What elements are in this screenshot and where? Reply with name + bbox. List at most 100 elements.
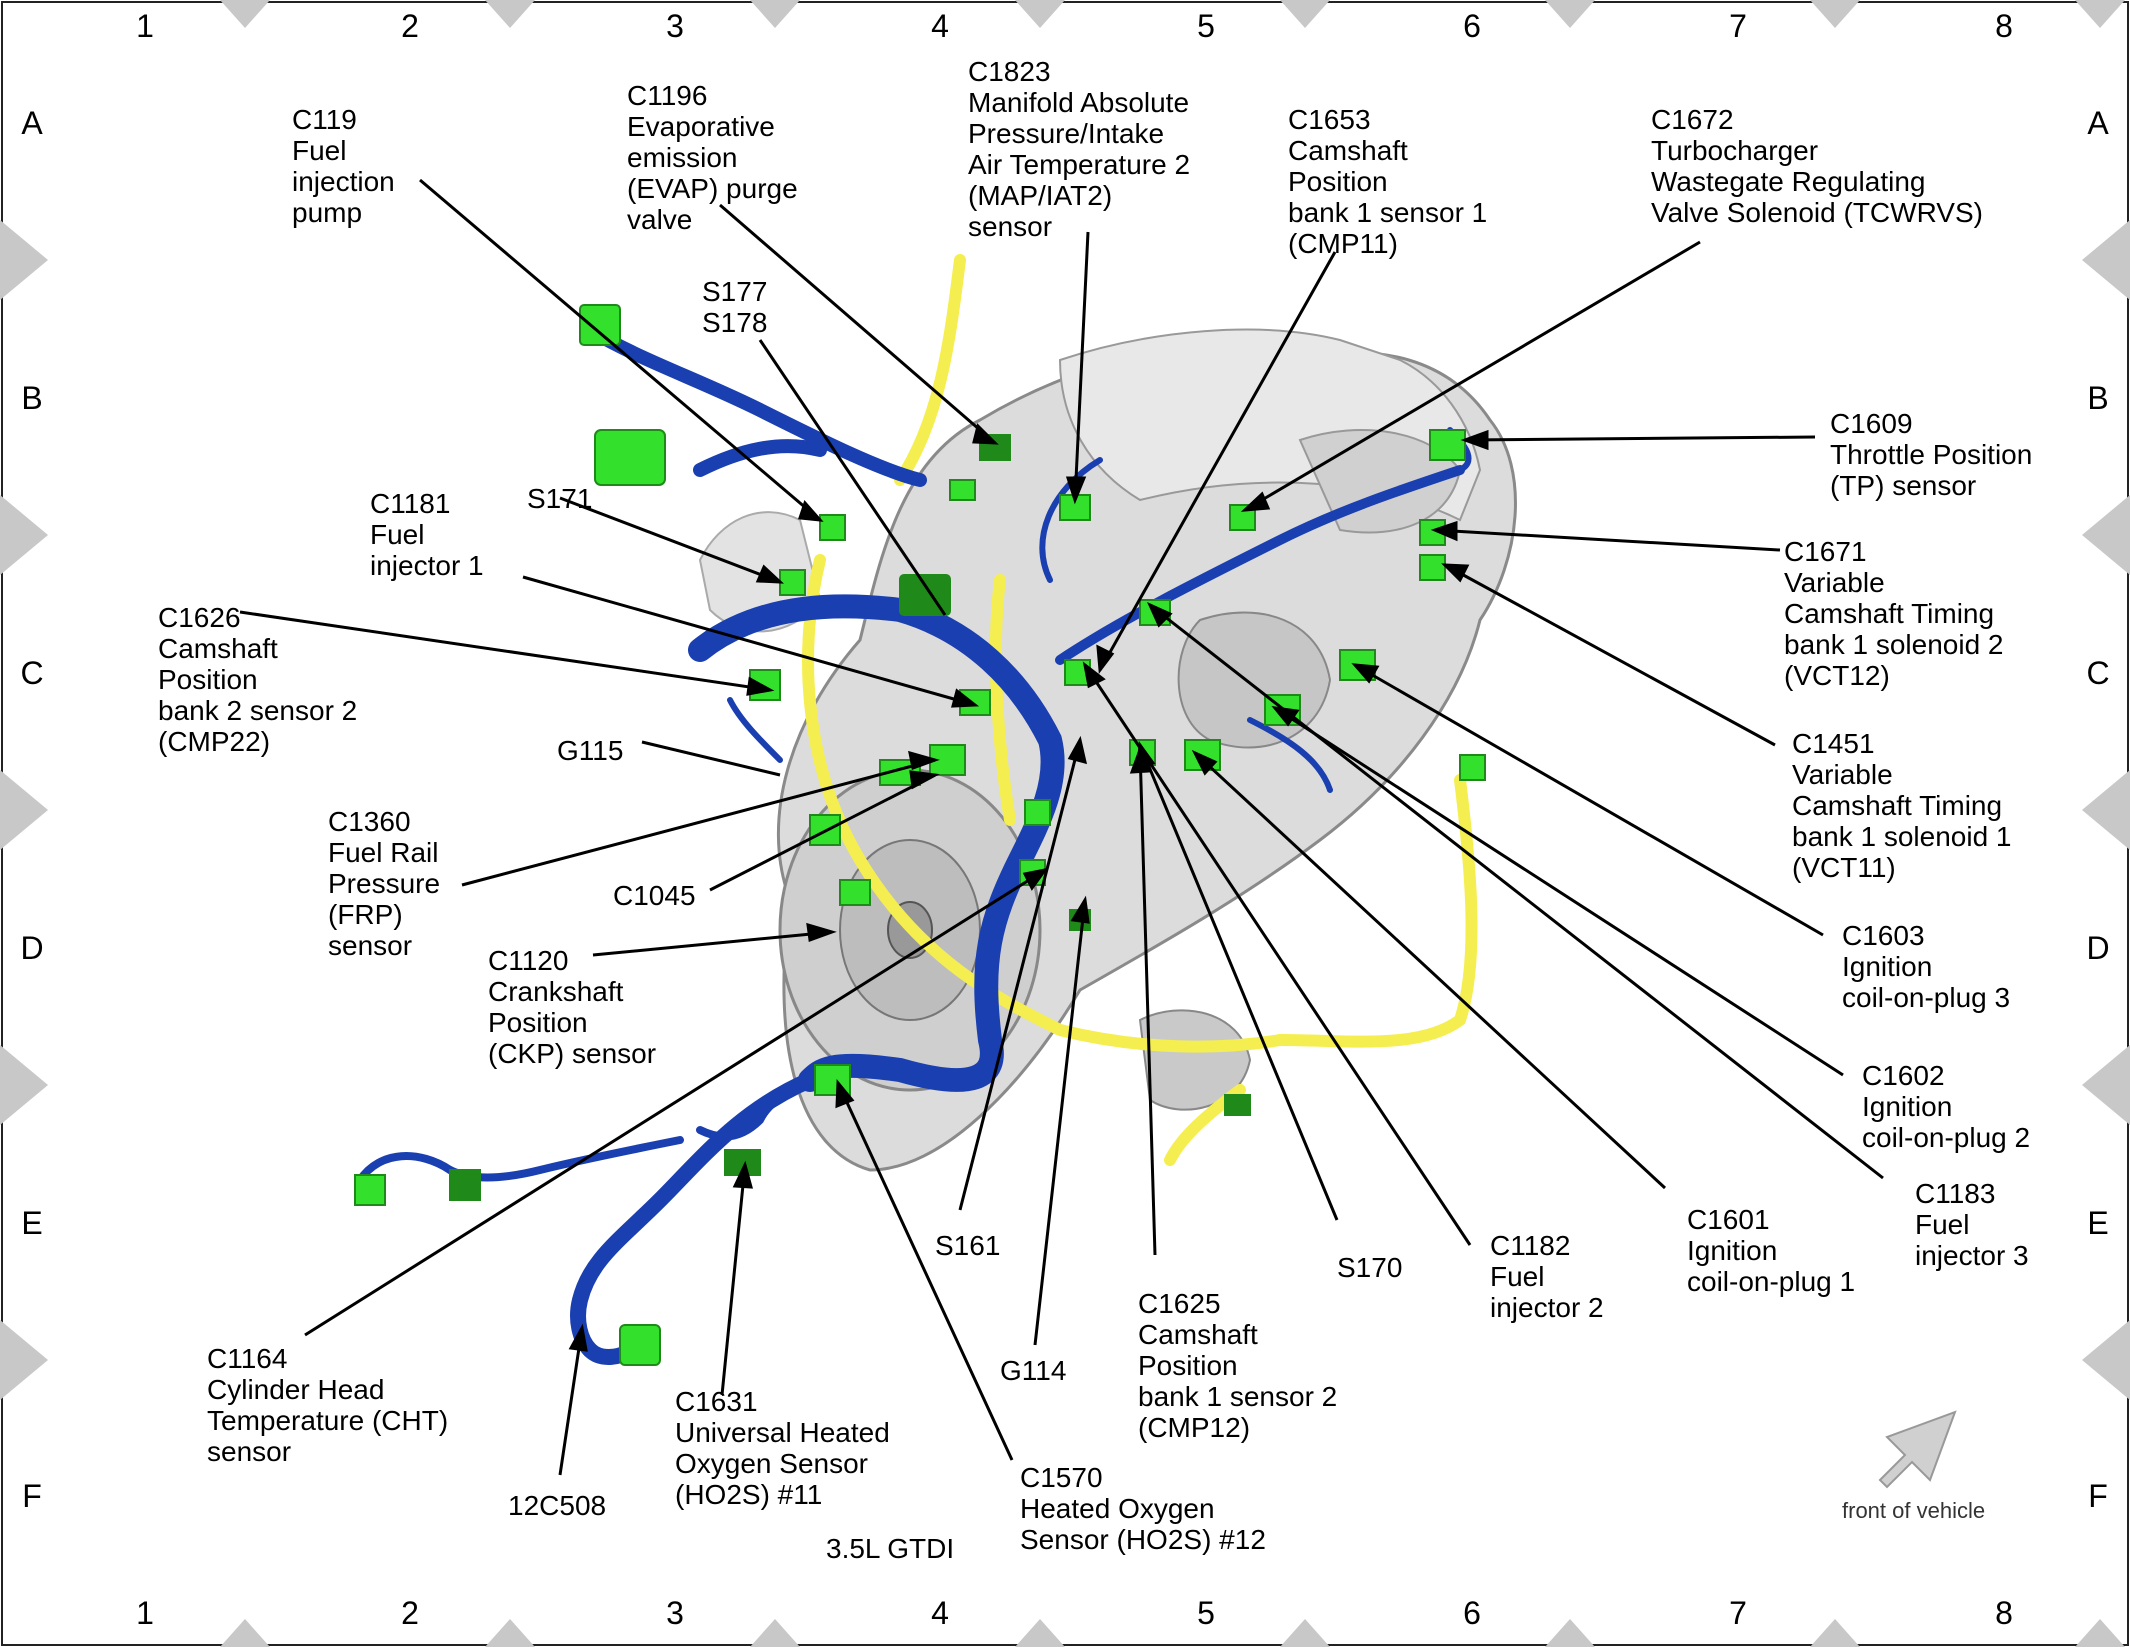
grid-col-top-4: 4 <box>931 8 949 44</box>
label-line: (CMP11) <box>1288 228 1398 259</box>
label-s161: S161 <box>935 1230 1000 1261</box>
label-line: C1609 <box>1830 408 1913 439</box>
label-line: (HO2S) #11 <box>675 1479 823 1510</box>
grid-row-right-f: F <box>2088 1478 2108 1514</box>
label-line: C119 <box>292 104 357 135</box>
label-line: Fuel <box>292 135 347 166</box>
grid-col-bottom-3: 3 <box>666 1595 684 1631</box>
label-line: Air Temperature 2 <box>968 149 1191 180</box>
front-arrow-icon <box>1878 1410 1957 1489</box>
label-line: Heated Oxygen <box>1020 1493 1215 1524</box>
label-line: C1120 <box>488 945 569 976</box>
grid-col-bottom-7: 7 <box>1729 1595 1747 1631</box>
label-line: C1183 <box>1915 1178 1996 1209</box>
label-line: coil-on-plug 1 <box>1687 1266 1856 1297</box>
label-line: Evaporative <box>627 111 775 142</box>
grid-col-top-3: 3 <box>666 8 684 44</box>
grid-col-top-5: 5 <box>1197 8 1215 44</box>
label-line: C1045 <box>613 880 696 911</box>
label-line: (MAP/IAT2) <box>968 180 1113 211</box>
label-12c508: 12C508 <box>508 1490 606 1521</box>
grid-row-right-b: B <box>2087 380 2109 416</box>
label-line: (FRP) <box>328 899 403 930</box>
label-line: Camshaft Timing <box>1792 790 2003 821</box>
grid-row-right-e: E <box>2087 1205 2109 1241</box>
label-s170: S170 <box>1337 1252 1402 1283</box>
label-line: bank 2 sensor 2 <box>158 695 358 726</box>
label-line: C1196 <box>627 80 708 111</box>
label-line: S178 <box>702 307 768 338</box>
label-line: coil-on-plug 3 <box>1842 982 2011 1013</box>
label-line: (TP) sensor <box>1830 470 1977 501</box>
label-line: S170 <box>1337 1252 1403 1283</box>
label-line: Cylinder Head <box>207 1374 385 1405</box>
label-line: sensor <box>207 1436 292 1467</box>
label-line: injector 3 <box>1915 1240 2029 1271</box>
label-line: Ignition <box>1862 1091 1953 1122</box>
label-line: Turbocharger <box>1651 135 1819 166</box>
label-line: C1653 <box>1288 104 1371 135</box>
label-line: Fuel <box>370 519 425 550</box>
grid-col-top-2: 2 <box>401 8 419 44</box>
label-line: bank 1 solenoid 1 <box>1792 821 2012 852</box>
label-line: Camshaft Timing <box>1784 598 1995 629</box>
grid-col-bottom-6: 6 <box>1463 1595 1481 1631</box>
label-line: Crankshaft <box>488 976 624 1007</box>
label-line: bank 1 solenoid 2 <box>1784 629 2004 660</box>
grid-col-bottom-4: 4 <box>931 1595 949 1631</box>
label-line: (CMP12) <box>1138 1412 1251 1443</box>
label-line: C1182 <box>1490 1230 1571 1261</box>
label-line: C1181 <box>370 488 451 519</box>
grid-row-left-e: E <box>21 1205 43 1241</box>
label-line: coil-on-plug 2 <box>1862 1122 2031 1153</box>
label-line: G115 <box>557 735 624 766</box>
label-line: Throttle Position <box>1830 439 2033 470</box>
label-line: Ignition <box>1687 1235 1778 1266</box>
label-line: sensor <box>968 211 1053 242</box>
label-line: bank 1 sensor 1 <box>1288 197 1488 228</box>
label-line: Universal Heated <box>675 1417 890 1448</box>
label-line: Camshaft <box>158 633 278 664</box>
label-line: C1626 <box>158 602 241 633</box>
label-line: (VCT12) <box>1784 660 1890 691</box>
label-line: Camshaft <box>1288 135 1408 166</box>
grid-col-top-6: 6 <box>1463 8 1481 44</box>
label-line: Fuel <box>1915 1209 1970 1240</box>
grid-col-top-8: 8 <box>1995 8 2013 44</box>
grid-col-bottom-1: 1 <box>136 1595 154 1631</box>
label-line: Fuel <box>1490 1261 1545 1292</box>
label-line: G114 <box>1000 1355 1067 1386</box>
grid-col-top-1: 1 <box>136 8 154 44</box>
leader-lines <box>239 178 1884 1476</box>
blue-harness <box>356 323 1472 1365</box>
label-line: emission <box>627 142 738 173</box>
label-line: Temperature (CHT) <box>207 1405 449 1436</box>
grid-row-left-b: B <box>21 380 43 416</box>
label-line: S171 <box>527 483 593 514</box>
label-line: Oxygen Sensor <box>675 1448 868 1479</box>
label-line: Variable <box>1792 759 1893 790</box>
label-line: C1671 <box>1784 536 1867 567</box>
grid-col-top-7: 7 <box>1729 8 1747 44</box>
grid-row-left-f: F <box>22 1478 42 1514</box>
label-line: Position <box>488 1007 588 1038</box>
grid-row-left-a: A <box>21 105 43 141</box>
label-line: injector 1 <box>370 550 484 581</box>
grid-row-right-a: A <box>2087 105 2109 141</box>
label-line: S177 <box>702 276 768 307</box>
